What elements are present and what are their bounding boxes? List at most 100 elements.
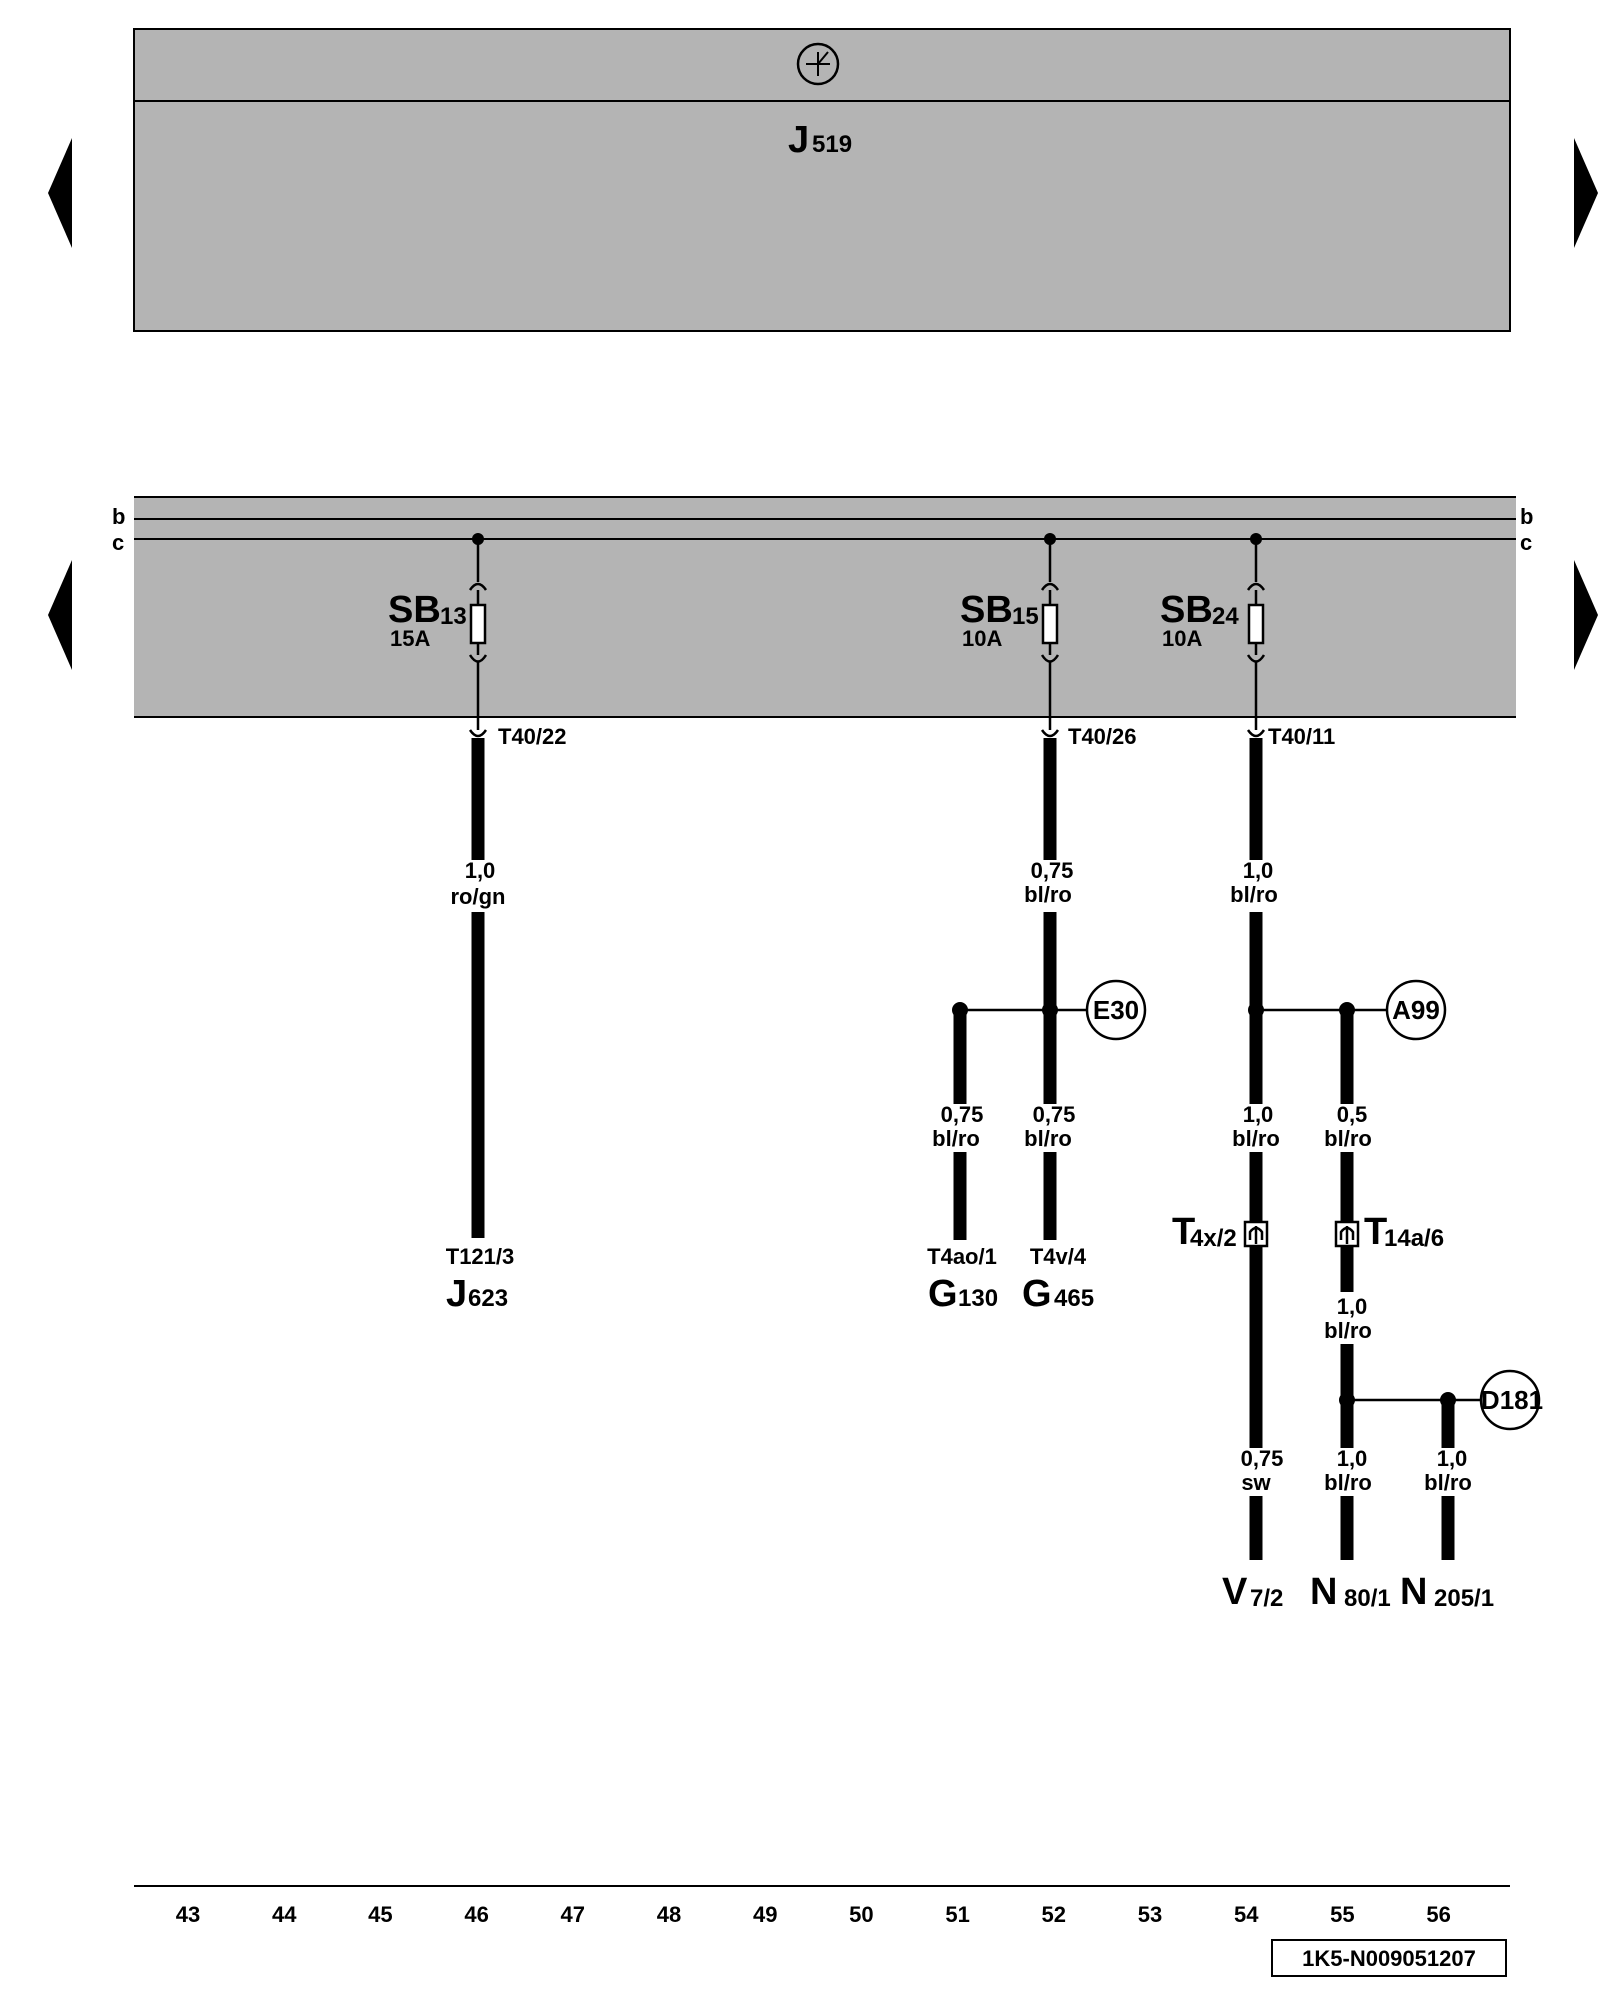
component-v7: V 7/2 (1222, 1571, 1283, 1613)
fuse-name: SB (960, 589, 1013, 631)
component-n205: N 205/1 (1400, 1571, 1494, 1613)
connector-sub: 4x/2 (1190, 1225, 1237, 1252)
grid-number: 50 (849, 1902, 873, 1927)
grid-number: 56 (1426, 1902, 1450, 1927)
wire-color: bl/ro (932, 1126, 980, 1151)
component-j623: T121/3 J 623 (446, 1244, 515, 1315)
fuse-terminal: T40/22 (498, 724, 567, 749)
connector-name: T (1364, 1211, 1387, 1253)
wire-color: bl/ro (1424, 1470, 1472, 1495)
grid-number: 47 (561, 1902, 585, 1927)
fuse-sub: 24 (1212, 603, 1239, 630)
wire-size: 0,75 (1241, 1446, 1284, 1471)
wire-color: bl/ro (1324, 1318, 1372, 1343)
fuse-sb24: SB 24 10A T40/11 (1160, 533, 1335, 749)
control-unit-j519: J 519 (133, 28, 1511, 332)
fuse-sub: 13 (440, 603, 467, 630)
wire-size: 1,0 (1337, 1294, 1368, 1319)
fuse-name: SB (388, 589, 441, 631)
fuse-sb13: SB 13 15A T40/22 (388, 533, 567, 749)
component-g130: T4ao/1 G 130 (927, 1244, 998, 1315)
component-name: J (446, 1273, 467, 1315)
diagram-id: 1K5-N009051207 (1302, 1946, 1476, 1971)
prev-page-arrow-icon[interactable] (48, 560, 72, 670)
wire-color: bl/ro (1232, 1126, 1280, 1151)
wire-color: bl/ro (1024, 1126, 1072, 1151)
wire-color: ro/gn (451, 884, 506, 909)
fuse-rating: 10A (962, 626, 1002, 651)
component-g465: T4v/4 G 465 (1022, 1244, 1094, 1315)
diagram-id-box: 1K5-N009051207 (1271, 1939, 1507, 1977)
next-page-arrow-icon[interactable] (1574, 560, 1598, 670)
bus-label-b: b (1520, 504, 1533, 529)
connection-point-label: D181 (1481, 1385, 1543, 1415)
component-name: V (1222, 1571, 1248, 1613)
grid-number: 46 (464, 1902, 488, 1927)
wire-size: 0,75 (1031, 858, 1074, 883)
grid-number: 44 (272, 1902, 297, 1927)
wire-size: 1,0 (1437, 1446, 1468, 1471)
component-name: N (1310, 1571, 1337, 1613)
wire-color: sw (1241, 1470, 1271, 1495)
connector-name: T (1172, 1211, 1195, 1253)
grid-number: 51 (945, 1902, 969, 1927)
component-sub: 7/2 (1250, 1585, 1283, 1612)
component-pin: T4v/4 (1030, 1244, 1087, 1269)
wire-size: 0,75 (1033, 1102, 1076, 1127)
component-sub: 465 (1054, 1285, 1094, 1312)
fuse-rating: 10A (1162, 626, 1202, 651)
component-sub: 623 (468, 1285, 508, 1312)
fuse-rating: 15A (390, 626, 430, 651)
splice-d181: D181 (1339, 1369, 1543, 1431)
component-sub: 130 (958, 1285, 998, 1312)
wire-size: 0,75 (941, 1102, 984, 1127)
wire-size: 1,0 (465, 858, 496, 883)
fuse-terminal: T40/26 (1068, 724, 1137, 749)
wire-color: bl/ro (1230, 882, 1278, 907)
connector-t4x: T 4x/2 (1172, 1211, 1269, 1253)
component-name: G (928, 1273, 958, 1315)
component-pin: T4ao/1 (927, 1244, 997, 1269)
grid-number: 49 (753, 1902, 777, 1927)
connector-sub: 14a/6 (1384, 1225, 1444, 1252)
connection-point-label: A99 (1392, 995, 1440, 1025)
splice-a99: A99 (1248, 979, 1447, 1041)
fuse-name: SB (1160, 589, 1213, 631)
grid-number: 43 (176, 1902, 200, 1927)
bus-label-c: c (112, 530, 124, 555)
bus-label-c: c (1520, 530, 1532, 555)
component-pin: T121/3 (446, 1244, 515, 1269)
connection-point-label: E30 (1093, 995, 1139, 1025)
control-unit-sub: 519 (812, 131, 852, 158)
component-sub: 205/1 (1434, 1585, 1494, 1612)
grid-number: 54 (1234, 1902, 1259, 1927)
connector-t14a: T 14a/6 (1334, 1211, 1444, 1253)
fuse-sb15: SB 15 10A T40/26 (960, 533, 1137, 749)
prev-page-arrow-icon[interactable] (48, 138, 72, 248)
wire-color: bl/ro (1024, 882, 1072, 907)
grid-number: 55 (1330, 1902, 1354, 1927)
component-name: G (1022, 1273, 1052, 1315)
component-sub: 80/1 (1344, 1585, 1391, 1612)
component-n80: N 80/1 (1310, 1571, 1391, 1613)
grid-number: 45 (368, 1902, 392, 1927)
grid-number: 52 (1042, 1902, 1066, 1927)
grid-numbers: 43 44 45 46 47 48 49 50 51 52 53 54 55 56 (176, 1902, 1451, 1927)
next-page-arrow-icon[interactable] (1574, 138, 1598, 248)
wire-color: bl/ro (1324, 1126, 1372, 1151)
wire-size: 1,0 (1243, 1102, 1274, 1127)
wire-color: bl/ro (1324, 1470, 1372, 1495)
ground-symbol-icon (796, 42, 840, 86)
component-name: N (1400, 1571, 1427, 1613)
grid-number: 53 (1138, 1902, 1162, 1927)
fuse-holder-panel (134, 496, 1516, 718)
bus-label-b: b (112, 504, 125, 529)
control-unit-name: J (788, 119, 809, 161)
fuse-sub: 15 (1012, 603, 1039, 630)
wire-size: 1,0 (1337, 1446, 1368, 1471)
wire-size: 1,0 (1243, 858, 1274, 883)
fuse-terminal: T40/11 (1268, 724, 1335, 749)
grid-number: 48 (657, 1902, 681, 1927)
wire-size: 0,5 (1337, 1102, 1368, 1127)
